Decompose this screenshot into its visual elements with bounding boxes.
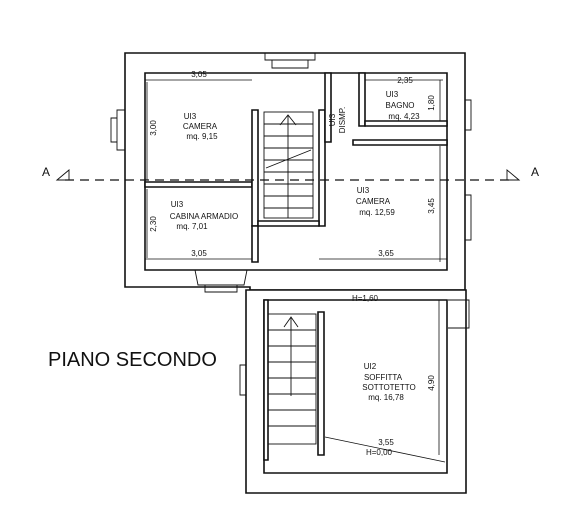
dim-cabina-width: 3,05 [191,249,207,258]
upper-niches [110,53,472,293]
dim-soffitta-width: 3,55 [378,438,394,447]
room-area: mq. 16,78 [368,393,404,402]
dim-cabina-height: 2,30 [149,216,158,232]
height-bottom: H=0,00 [366,448,393,457]
room-unit: UI3 [357,186,370,195]
room-name: BAGNO [386,101,415,110]
room-name: DISMP. [338,107,347,134]
section-label-right: A [531,165,539,179]
room-area: mq. 7,01 [176,222,208,231]
room-area: mq. 4,23 [388,112,420,121]
plan-title: PIANO SECONDO [48,349,217,371]
room-unit: UI3 [184,112,197,121]
lower-niches [239,299,470,396]
dim-camera2-height: 3,45 [427,198,436,214]
room-camera-2: UI3 CAMERA mq. 12,59 [356,186,395,217]
lower-block-walls [245,289,467,494]
room-unit: UI3 [328,113,337,126]
room-disimpegno: UI3 DISMP. [328,107,347,134]
dim-bagno-height: 1,80 [427,95,436,111]
room-name: CABINA ARMADIO [170,212,238,221]
dimension-lines [145,79,447,463]
dim-camera1-width: 3,05 [191,70,207,79]
lower-stair [267,313,317,445]
room-name-2: SOTTOTETTO [362,383,415,392]
height-top: H=1,60 [352,294,379,303]
room-cabina-armadio: UI3 CABINA ARMADIO mq. 7,01 [170,200,238,231]
room-area: mq. 9,15 [186,132,218,141]
room-camera-1: UI3 CAMERA mq. 9,15 [183,112,218,141]
section-label-left: A [42,165,50,179]
dim-camera1-height: 3,00 [149,120,158,136]
room-name: CAMERA [356,197,391,206]
upper-block-walls [124,52,466,291]
dim-bagno-width: 2,35 [397,76,413,85]
room-name: SOFFITTA [364,373,403,382]
dim-camera2-width: 3,65 [378,249,394,258]
room-unit: UI3 [386,90,399,99]
upper-stair [263,111,314,219]
room-soffitta: UI2 SOFFITTA SOTTOTETTO mq. 16,78 [362,362,415,402]
room-name: CAMERA [183,122,218,131]
room-area: mq. 12,59 [359,208,395,217]
dim-soffitta-height: 4,90 [427,375,436,391]
room-unit: UI2 [364,362,377,371]
room-bagno: UI3 BAGNO mq. 4,23 [386,90,421,121]
room-unit: UI3 [171,200,184,209]
